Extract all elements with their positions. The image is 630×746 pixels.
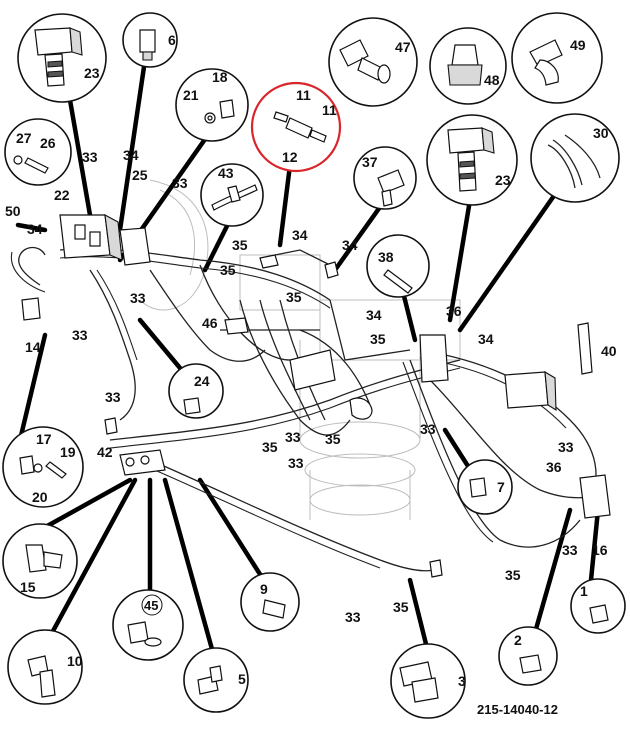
ghost-machine bbox=[139, 179, 461, 520]
callout-35: 35 bbox=[286, 289, 302, 305]
callout-34: 34 bbox=[123, 147, 139, 163]
label-23: 23 bbox=[84, 65, 100, 81]
label-45: 45 bbox=[144, 598, 158, 613]
label-3: 3 bbox=[458, 673, 466, 689]
detail-bubble-23-right: 23 bbox=[426, 114, 518, 206]
callout-34: 34 bbox=[27, 221, 43, 237]
detail-bubble-37: 37 bbox=[353, 146, 417, 210]
inline-callouts: 33 34 25 33 22 34 33 33 35 34 34 35 35 3… bbox=[5, 147, 608, 625]
callout-22: 22 bbox=[54, 187, 70, 203]
callout-36: 36 bbox=[446, 303, 462, 319]
label-23: 23 bbox=[495, 172, 511, 188]
callout-34: 34 bbox=[342, 237, 358, 253]
label-2: 2 bbox=[514, 632, 522, 648]
callout-33: 33 bbox=[288, 455, 304, 471]
label-40: 40 bbox=[601, 343, 617, 359]
callout-35: 35 bbox=[370, 331, 386, 347]
label-37: 37 bbox=[362, 154, 378, 170]
callout-33: 33 bbox=[130, 290, 146, 306]
detail-bubble-17-19-20: 17 19 20 bbox=[2, 426, 84, 508]
callout-35: 35 bbox=[220, 262, 236, 278]
detail-bubble-24: 24 bbox=[168, 363, 224, 419]
label-47: 47 bbox=[395, 39, 411, 55]
detail-bubble-15: 15 bbox=[2, 523, 78, 599]
callout-33: 33 bbox=[105, 389, 121, 405]
label-17: 17 bbox=[36, 431, 52, 447]
label-21: 21 bbox=[183, 87, 199, 103]
detail-bubble-7: 7 bbox=[457, 459, 513, 515]
callout-34: 34 bbox=[292, 227, 308, 243]
callout-35: 35 bbox=[505, 567, 521, 583]
callout-33: 33 bbox=[172, 175, 188, 191]
label-48: 48 bbox=[484, 72, 500, 88]
callout-35: 35 bbox=[393, 599, 409, 615]
detail-bubble-2: 2 bbox=[498, 626, 558, 686]
callout-33: 33 bbox=[82, 149, 98, 165]
label-18: 18 bbox=[212, 69, 228, 85]
label-12: 12 bbox=[282, 149, 298, 165]
label-20: 20 bbox=[32, 489, 48, 505]
detail-bubble-48: 48 bbox=[429, 27, 507, 105]
label-1: 1 bbox=[580, 583, 588, 599]
callout-16: 16 bbox=[592, 542, 608, 558]
callout-33: 33 bbox=[285, 429, 301, 445]
detail-bubble-11-12-highlighted: 11 11 12 bbox=[250, 81, 342, 173]
hose-network bbox=[10, 246, 601, 572]
label-19: 19 bbox=[60, 444, 76, 460]
detail-bubble-10: 10 bbox=[7, 629, 83, 705]
callout-33: 33 bbox=[420, 421, 436, 437]
label-10: 10 bbox=[67, 653, 83, 669]
label-6: 6 bbox=[168, 32, 176, 48]
detail-bubble-3: 3 bbox=[390, 643, 466, 719]
callout-25: 25 bbox=[132, 167, 148, 183]
label-27: 27 bbox=[16, 130, 32, 146]
detail-bubble-1: 1 bbox=[570, 578, 626, 634]
label-38: 38 bbox=[378, 249, 394, 265]
detail-bubble-5: 5 bbox=[183, 647, 249, 713]
callout-14: 14 bbox=[25, 339, 41, 355]
callout-50: 50 bbox=[5, 203, 21, 219]
callout-33: 33 bbox=[345, 609, 361, 625]
detail-bubble-47: 47 bbox=[328, 17, 418, 107]
leader-lines bbox=[15, 57, 603, 663]
detail-bubble-49: 49 bbox=[511, 12, 603, 104]
callout-36: 36 bbox=[546, 459, 562, 475]
callout-35: 35 bbox=[262, 439, 278, 455]
label-26: 26 bbox=[40, 135, 56, 151]
detail-bubble-9: 9 bbox=[240, 572, 300, 632]
detail-part-50-14 bbox=[21, 297, 41, 321]
detail-bubble-6: 6 bbox=[122, 12, 178, 68]
label-43: 43 bbox=[218, 165, 234, 181]
detail-bubble-26-27: 27 26 bbox=[4, 118, 72, 186]
label-7: 7 bbox=[497, 479, 505, 495]
label-30: 30 bbox=[593, 125, 609, 141]
detail-bubble-40: 40 bbox=[577, 322, 617, 375]
callout-34: 34 bbox=[366, 307, 382, 323]
label-49: 49 bbox=[570, 37, 586, 53]
callout-33: 33 bbox=[558, 439, 574, 455]
detail-bubble-38: 38 bbox=[366, 234, 430, 298]
valve-block-group bbox=[59, 214, 611, 578]
label-9: 9 bbox=[260, 581, 268, 597]
detail-bubble-18-21: 18 21 bbox=[175, 68, 249, 142]
label-5: 5 bbox=[238, 671, 246, 687]
detail-bubble-43: 43 bbox=[200, 163, 264, 227]
callout-33: 33 bbox=[562, 542, 578, 558]
callout-35: 35 bbox=[232, 237, 248, 253]
callout-46: 46 bbox=[202, 315, 218, 331]
callout-34: 34 bbox=[478, 331, 494, 347]
callout-35: 35 bbox=[325, 431, 341, 447]
label-11: 11 bbox=[322, 102, 337, 118]
callout-42: 42 bbox=[97, 444, 113, 460]
detail-bubble-45: 45 bbox=[112, 589, 184, 661]
detail-bubble-23-left: 23 bbox=[17, 13, 107, 103]
label-11: 11 bbox=[296, 87, 311, 103]
detail-bubble-30: 30 bbox=[530, 113, 620, 203]
label-24: 24 bbox=[194, 373, 210, 389]
callout-33: 33 bbox=[72, 327, 88, 343]
drawing-reference: 215-14040-12 bbox=[477, 702, 558, 717]
label-15: 15 bbox=[20, 579, 36, 595]
